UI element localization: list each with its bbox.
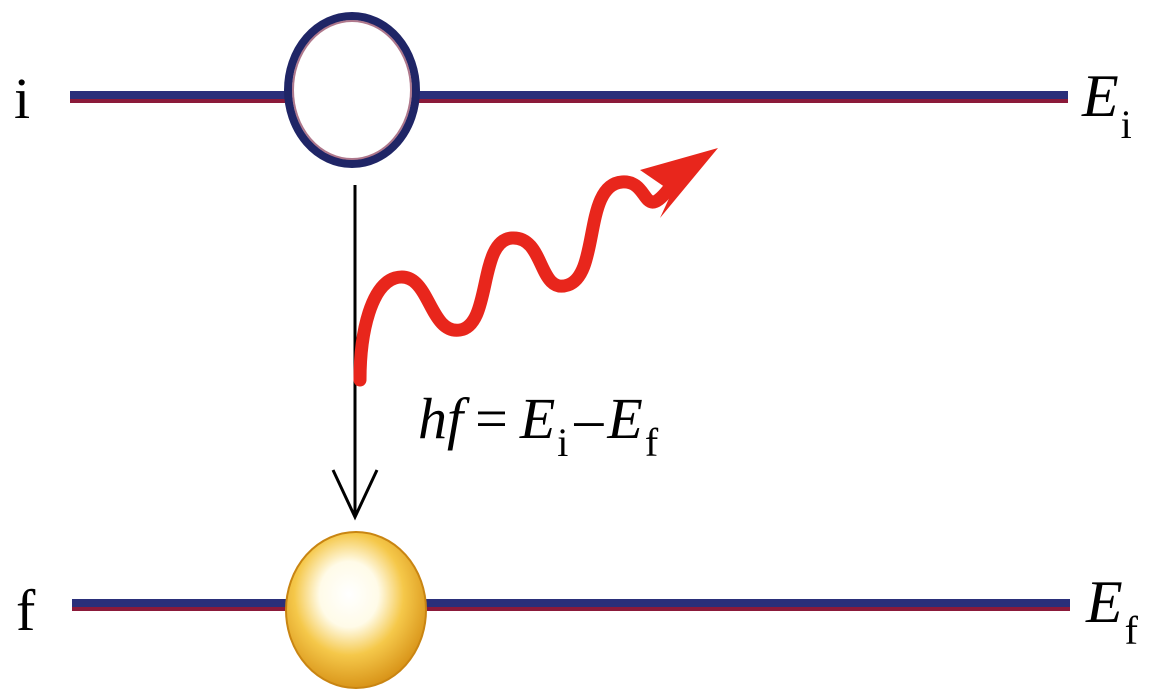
initial-energy-symbol: E [1081,63,1119,129]
photon-arrowhead [640,148,718,218]
transition-arrow-head [331,469,379,521]
photon-wave [353,175,675,387]
final-state-sphere [285,531,427,689]
initial-energy-level [70,91,1068,103]
final-energy-subscript: f [1125,608,1139,653]
energy-equation: hf=Ei–Ef [418,386,659,465]
equation-term2-symbol: E [606,386,642,451]
initial-state-circle-highlight [292,20,412,160]
equation-minus: – [573,386,604,451]
initial-energy-subscript: i [1121,102,1132,147]
equation-term2-subscript: f [645,420,659,465]
equation-equals: = [475,386,508,451]
equation-lhs: hf [418,386,470,451]
initial-state-circle [284,12,420,168]
final-level-label: f [16,578,36,643]
equation-term1-symbol: E [519,386,555,451]
photon-emission [353,148,718,387]
final-energy-level [72,599,1070,611]
final-energy-symbol: E [1085,569,1123,635]
initial-level-label: i [14,66,30,131]
initial-energy-label: Ei [1081,63,1132,147]
equation-term1-subscript: i [557,420,568,465]
final-energy-label: Ef [1085,569,1139,653]
